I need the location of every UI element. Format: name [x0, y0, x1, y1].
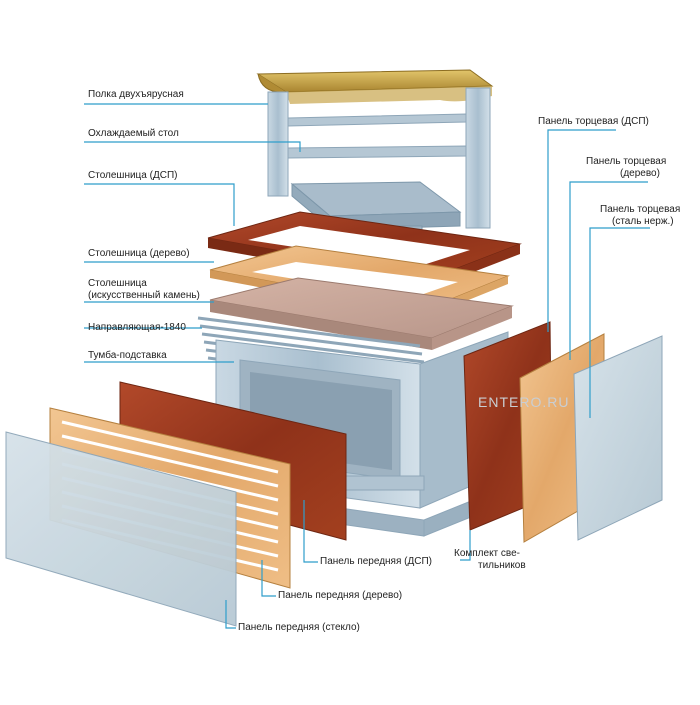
label-top-stone-line2: (искусственный камень)	[88, 290, 200, 301]
label-lamps-line1: Комплект све-	[454, 548, 521, 559]
shelf-part	[256, 69, 494, 229]
leader-lines	[84, 103, 650, 629]
label-end-wood-line2: (дерево)	[620, 168, 660, 179]
label-shelf: Полка двухъярусная	[88, 89, 184, 100]
front-panel-glass-part	[5, 431, 237, 627]
label-top-stone-line1: Столешница	[88, 278, 147, 289]
watermark-text: ENTERO.RU	[478, 394, 570, 410]
label-guides: Направляющая-1840	[88, 322, 186, 333]
label-end-steel-line2: (сталь нерж.)	[612, 216, 674, 227]
end-panel-steel-part	[573, 335, 663, 541]
top-stone-part	[209, 277, 514, 350]
label-cooled-table: Охлаждаемый стол	[88, 128, 179, 139]
label-front-glass: Панель передняя (стекло)	[238, 622, 360, 633]
label-top-dsp: Столешница (ДСП)	[88, 170, 178, 181]
label-end-dsp: Панель торцевая (ДСП)	[538, 116, 649, 127]
label-lamps-line2: тильников	[478, 560, 526, 571]
label-front-wood: Панель передняя (дерево)	[278, 590, 403, 601]
label-front-dsp: Панель передняя (ДСП)	[320, 556, 433, 567]
label-cabinet: Тумба-подставка	[88, 350, 167, 361]
label-end-steel-line1: Панель торцевая	[600, 204, 681, 215]
label-top-wood: Столешница (дерево)	[88, 248, 190, 259]
label-end-wood-line1: Панель торцевая	[586, 156, 667, 167]
